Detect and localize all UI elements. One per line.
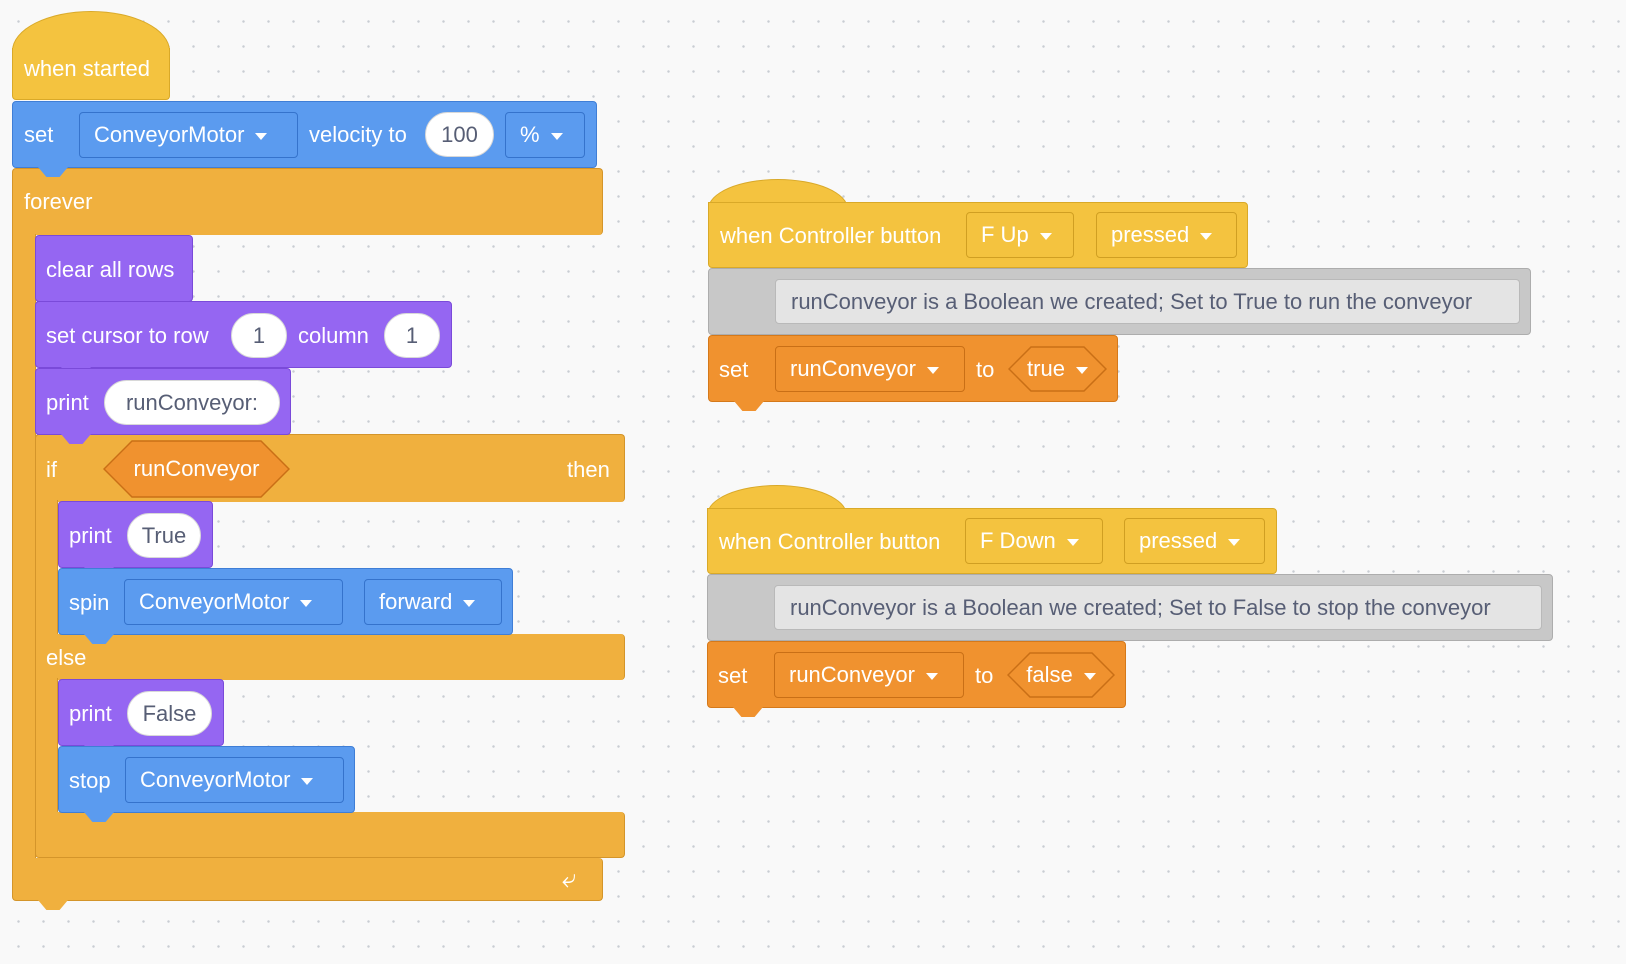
direction-dropdown[interactable]: forward	[364, 579, 502, 625]
when-started-hat-top[interactable]	[12, 11, 170, 51]
print-true-label: print	[69, 523, 112, 548]
forever-arm	[12, 234, 36, 860]
chevron-down-icon	[1066, 538, 1079, 546]
f-up-true-dropdown[interactable]: true	[1008, 346, 1107, 392]
forever-bottom-notch	[38, 900, 68, 910]
spin-notch	[84, 634, 114, 644]
print-true-input[interactable]: True	[127, 513, 201, 558]
f-up-set-notch	[734, 401, 764, 411]
forever-footer	[12, 858, 603, 901]
chevron-down-icon	[550, 132, 563, 140]
set-label: set	[24, 122, 54, 147]
f-up-action-value: pressed	[1111, 222, 1190, 247]
loop-arrow-icon: ⤶	[562, 863, 577, 893]
forever-block[interactable]	[12, 168, 603, 235]
chevron-down-icon	[1228, 538, 1241, 546]
chevron-down-icon	[926, 366, 939, 374]
set-cursor-label: set cursor to row	[46, 323, 209, 348]
f-down-false-dropdown[interactable]: false	[1007, 652, 1115, 698]
f-up-variable-dropdown[interactable]: runConveyor	[775, 346, 965, 392]
f-up-hat-label: when Controller button	[720, 223, 942, 248]
chevron-down-icon	[1039, 232, 1052, 240]
chevron-down-icon	[463, 599, 476, 607]
velocity-value-input[interactable]: 100	[425, 112, 494, 157]
f-down-action-dropdown[interactable]: pressed	[1124, 518, 1265, 564]
direction-value: forward	[379, 589, 453, 614]
chevron-down-icon	[925, 672, 938, 680]
f-up-button-value: F Up	[981, 222, 1029, 247]
f-down-button-value: F Down	[980, 528, 1056, 553]
chevron-down-icon	[300, 599, 313, 607]
stop-motor-dropdown[interactable]: ConveyorMotor	[125, 757, 344, 803]
f-up-true-value: true	[1027, 356, 1065, 381]
stop-label: stop	[69, 768, 111, 793]
else-label: else	[46, 645, 87, 670]
motor-dropdown[interactable]: ConveyorMotor	[79, 112, 298, 158]
set-velocity-notch	[38, 167, 68, 177]
chevron-down-icon	[301, 777, 314, 785]
f-down-comment-text[interactable]: runConveyor is a Boolean we created; Set…	[774, 585, 1542, 630]
chevron-down-icon	[255, 132, 268, 140]
if-label: if	[46, 457, 57, 482]
print-false-label: print	[69, 701, 112, 726]
if-arm	[35, 500, 58, 636]
f-down-action-value: pressed	[1139, 528, 1218, 553]
unit-dropdown[interactable]: %	[505, 112, 585, 158]
f-up-variable-name: runConveyor	[790, 356, 916, 381]
f-down-variable-dropdown[interactable]: runConveyor	[774, 652, 964, 698]
print-false-input[interactable]: False	[127, 691, 212, 736]
stop-notch	[84, 812, 114, 822]
clear-all-rows-label: clear all rows	[46, 257, 175, 282]
column-input[interactable]: 1	[384, 313, 440, 358]
motor-name: ConveyorMotor	[94, 122, 245, 147]
when-started-hat[interactable]	[12, 48, 170, 100]
else-bar	[35, 634, 625, 680]
spin-motor-dropdown[interactable]: ConveyorMotor	[124, 579, 343, 625]
row-input[interactable]: 1	[231, 313, 287, 358]
spin-motor-name: ConveyorMotor	[139, 589, 290, 614]
spin-label: spin	[69, 590, 110, 615]
f-up-action-dropdown[interactable]: pressed	[1096, 212, 1237, 258]
stop-motor-name: ConveyorMotor	[140, 767, 291, 792]
print-label: print	[46, 390, 89, 415]
forever-label: forever	[24, 189, 93, 214]
chevron-down-icon	[1200, 232, 1213, 240]
then-label: then	[567, 457, 610, 482]
condition-runconveyor-reporter[interactable]: runConveyor	[103, 440, 290, 498]
condition-label: runConveyor	[133, 456, 260, 481]
f-up-set-label: set	[719, 357, 749, 382]
else-arm	[35, 678, 58, 814]
f-up-comment-text[interactable]: runConveyor is a Boolean we created; Set…	[775, 279, 1520, 324]
f-down-set-label: set	[718, 663, 748, 688]
f-down-set-notch	[733, 707, 763, 717]
velocity-to-label: velocity to	[309, 122, 407, 147]
print-text-input[interactable]: runConveyor:	[104, 380, 280, 425]
column-label: column	[298, 323, 369, 348]
f-up-button-dropdown[interactable]: F Up	[966, 212, 1074, 258]
print-label-notch	[61, 434, 91, 444]
chevron-down-icon	[1083, 672, 1096, 680]
f-down-false-value: false	[1026, 662, 1073, 687]
unit-value: %	[520, 122, 540, 147]
f-down-button-dropdown[interactable]: F Down	[965, 518, 1103, 564]
chevron-down-icon	[1075, 366, 1088, 374]
when-started-label: when started	[24, 56, 150, 81]
if-footer	[35, 812, 625, 858]
f-down-variable-name: runConveyor	[789, 662, 915, 687]
f-down-to-label: to	[975, 663, 994, 688]
f-down-hat-label: when Controller button	[719, 529, 941, 554]
clear-all-rows-block[interactable]	[35, 235, 193, 302]
f-up-to-label: to	[976, 357, 995, 382]
